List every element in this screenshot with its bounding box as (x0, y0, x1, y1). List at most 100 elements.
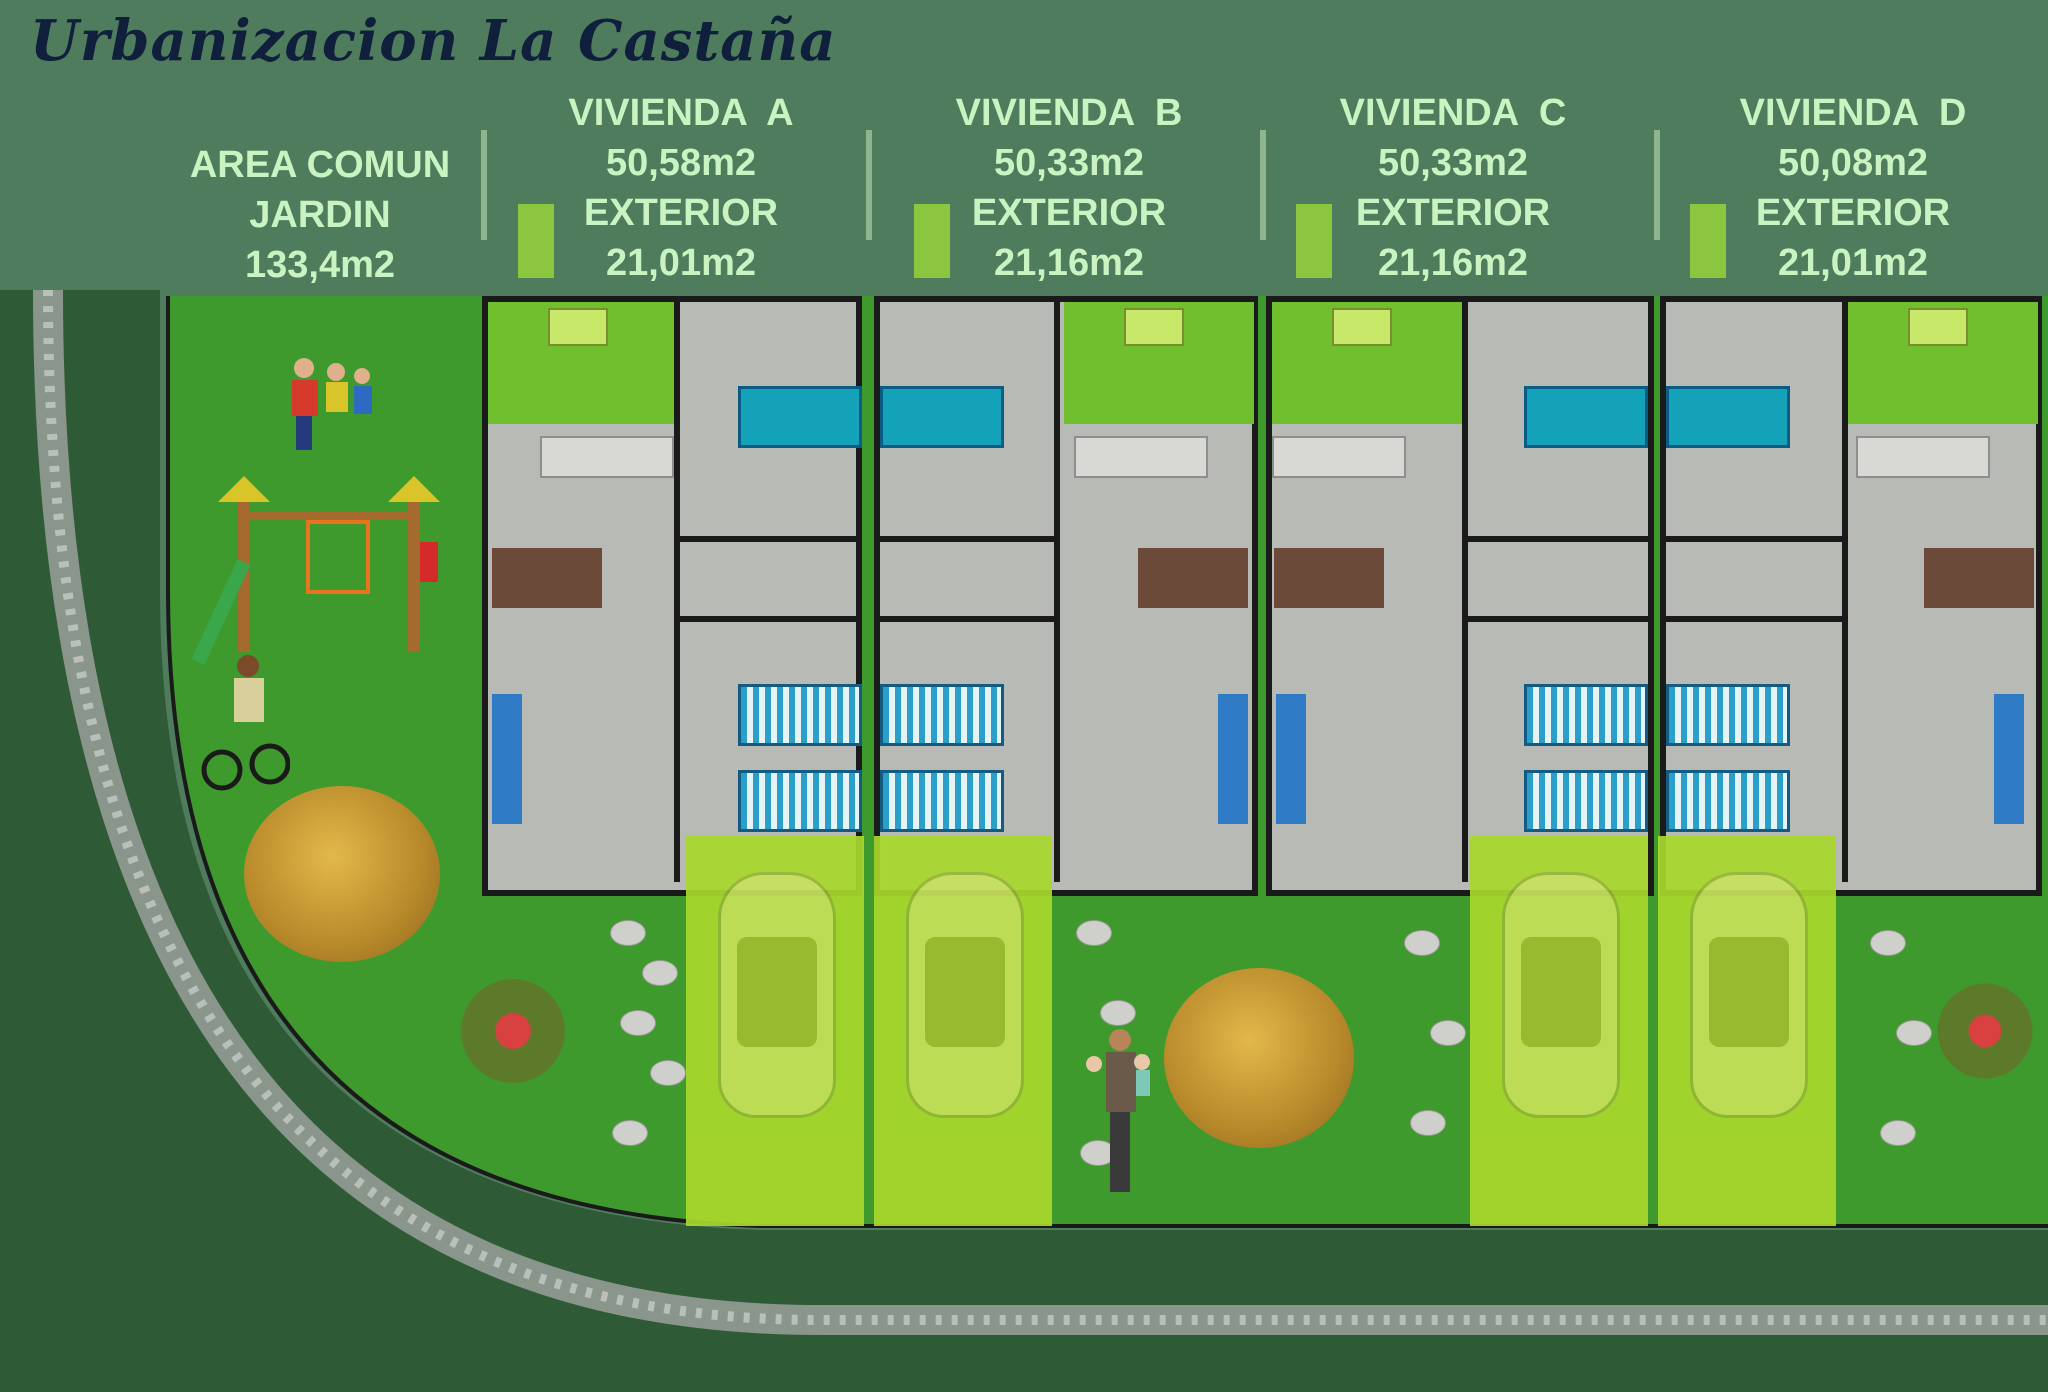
single-bed (1666, 770, 1790, 832)
rider-head (237, 655, 259, 677)
unit-area: 50,08m2 (1777, 142, 1928, 184)
interior-wall (680, 616, 856, 622)
skylight (1124, 308, 1184, 346)
common-area-line-3: 133,4m2 (244, 244, 395, 286)
exterior-label: EXTERIOR (583, 192, 779, 234)
exterior-area: 21,01m2 (605, 242, 756, 284)
adult-body (1106, 1052, 1136, 1112)
kitchen-counter (1272, 436, 1406, 478)
interior-wall (674, 302, 680, 882)
unit-name: VIVIENDA A (568, 92, 794, 134)
unit-b-driveway (874, 836, 1052, 1226)
interior-wall (880, 536, 1054, 542)
unit-d-exterior-patio (1848, 302, 2038, 424)
stepping-stone-icon (1870, 930, 1906, 956)
adult-head (1109, 1029, 1131, 1051)
dining-table (1924, 548, 2034, 608)
interior-wall (1842, 302, 1848, 882)
exterior-swatch (1296, 204, 1332, 278)
exterior-label: EXTERIOR (1355, 192, 1551, 234)
children-icon (292, 358, 372, 450)
child-head (294, 358, 314, 378)
single-bed (880, 770, 1004, 832)
common-area-line-1: AREA COMUN (189, 144, 451, 186)
unit-c-driveway (1470, 836, 1648, 1226)
unit-name: VIVIENDA D (1739, 92, 1967, 134)
stepping-stone-icon (1404, 930, 1440, 956)
stepping-stone-icon (1100, 1000, 1136, 1026)
single-bed (1524, 770, 1648, 832)
site-title: Urbanizacion La Castaña (30, 8, 837, 74)
double-bed (738, 386, 862, 448)
playground-beam (250, 512, 410, 520)
common-area-line-2: JARDIN (249, 194, 391, 236)
child-legs (296, 416, 312, 450)
bicycle-wheel (201, 749, 243, 791)
dining-table (1138, 548, 1248, 608)
exterior-swatch (1690, 204, 1726, 278)
skylight (1908, 308, 1968, 346)
kitchen-counter (1074, 436, 1208, 478)
common-area-header: AREA COMUN JARDIN 133,4m2 (155, 140, 485, 290)
skylight (548, 308, 608, 346)
child-head (1086, 1056, 1102, 1072)
unit-d-header: VIVIENDA D 50,08m2 EXTERIOR 21,01m2 (1660, 88, 2046, 288)
rider-body (234, 678, 264, 722)
stepping-stone-icon (642, 960, 678, 986)
bicycle-icon (201, 655, 290, 791)
interior-wall (1468, 536, 1648, 542)
car-icon (718, 872, 836, 1118)
sofa (1218, 694, 1248, 824)
unit-area: 50,33m2 (1377, 142, 1528, 184)
double-bed (1524, 386, 1648, 448)
playground-slide (191, 559, 251, 665)
rose-bush-icon (448, 976, 578, 1086)
unit-b-header: VIVIENDA B 50,33m2 EXTERIOR 21,16m2 (876, 88, 1262, 288)
exterior-label: EXTERIOR (971, 192, 1167, 234)
road-sidewalk (33, 290, 2048, 1335)
stepping-stone-icon (620, 1010, 656, 1036)
interior-wall (1666, 536, 1842, 542)
dining-table (492, 548, 602, 608)
unit-area: 50,33m2 (993, 142, 1144, 184)
child-body (354, 386, 372, 414)
stepping-stone-icon (610, 920, 646, 946)
car-icon (1502, 872, 1620, 1118)
single-bed (1666, 684, 1790, 746)
skylight (1332, 308, 1392, 346)
sofa (492, 694, 522, 824)
unit-name: VIVIENDA C (1339, 92, 1567, 134)
dining-table (1274, 548, 1384, 608)
interior-wall (1468, 616, 1648, 622)
playground-roof (388, 476, 440, 502)
rose-bush-icon (1930, 976, 2040, 1086)
playground-net (306, 520, 370, 594)
interior-wall (1054, 302, 1060, 882)
interior-wall (680, 536, 856, 542)
single-bed (1524, 684, 1648, 746)
bicycle-wheel (249, 743, 290, 785)
unit-a-driveway (686, 836, 864, 1226)
kitchen-counter (1856, 436, 1990, 478)
car-icon (906, 872, 1024, 1118)
double-bed (1666, 386, 1790, 448)
stepping-stone-icon (650, 1060, 686, 1086)
child-head (354, 368, 370, 384)
exterior-swatch (914, 204, 950, 278)
tree-icon (244, 786, 440, 962)
sofa (1994, 694, 2024, 824)
lot-boundary (166, 296, 2048, 1228)
child-body (292, 380, 318, 416)
unit-c-header: VIVIENDA C 50,33m2 EXTERIOR 21,16m2 (1260, 88, 1646, 288)
unit-a-exterior-patio (488, 302, 678, 424)
exterior-swatch (518, 204, 554, 278)
unit-d-driveway (1658, 836, 1836, 1226)
car-roof (737, 937, 817, 1047)
child-body (1136, 1070, 1150, 1096)
exterior-area: 21,01m2 (1777, 242, 1928, 284)
car-roof (1521, 937, 1601, 1047)
exterior-area: 21,16m2 (993, 242, 1144, 284)
interior-wall (1462, 302, 1468, 882)
single-bed (880, 684, 1004, 746)
unit-name: VIVIENDA B (955, 92, 1183, 134)
